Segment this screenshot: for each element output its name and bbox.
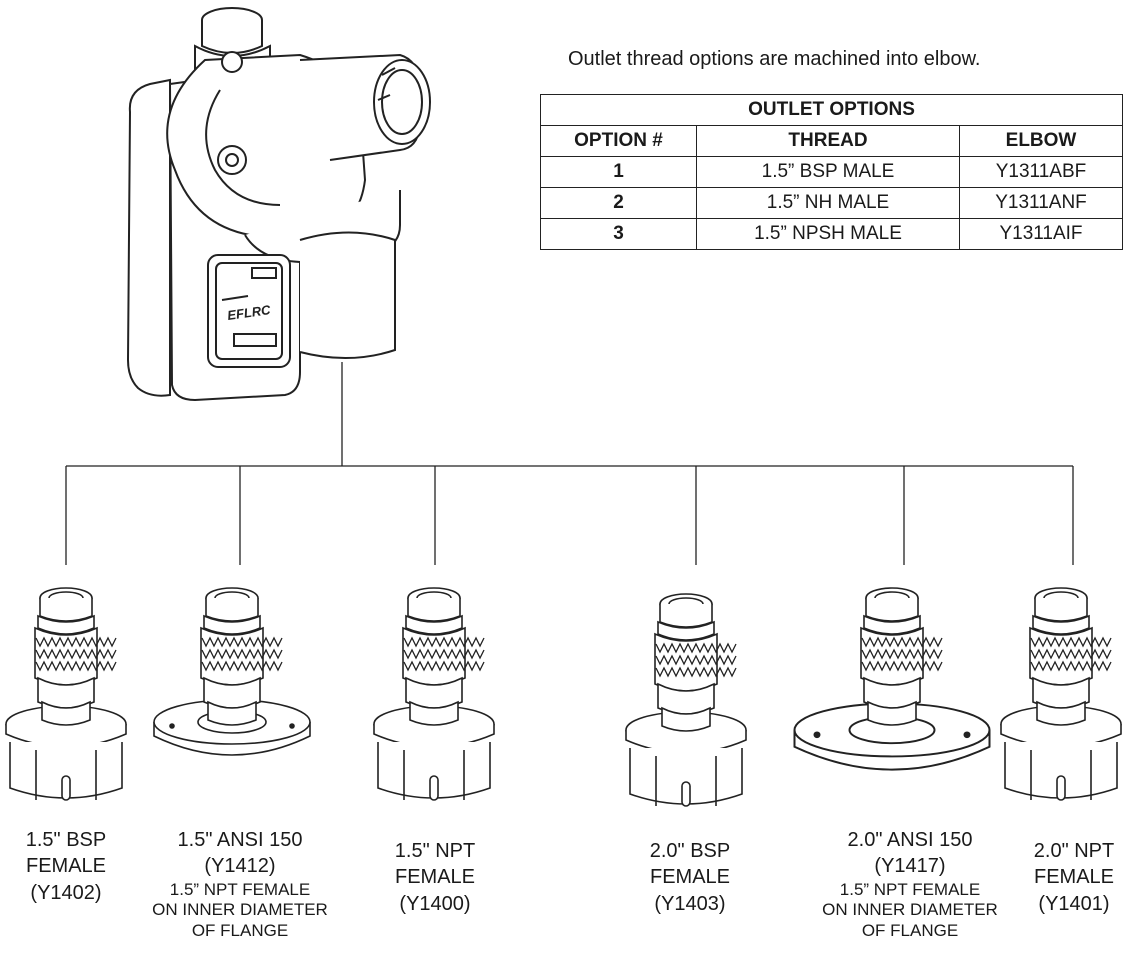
- inlet-part-number: (Y1403): [654, 892, 726, 915]
- connector-lines: [65, 362, 1074, 565]
- fitting-2-0-ansi: [793, 588, 991, 771]
- inlet-note: ON INNER DIAMETER: [822, 900, 998, 920]
- header-elbow: ELBOW: [959, 125, 1123, 157]
- thread-cell: 1.5” BSP MALE: [696, 156, 960, 188]
- table-row: 2 1.5” NH MALE Y1311ANF: [540, 187, 1123, 219]
- option-number: 3: [540, 218, 697, 250]
- inlet-note: OF FLANGE: [861, 920, 959, 940]
- inlet-part-number: (Y1417): [874, 855, 946, 878]
- monitor-brand-label: EFLRC: [226, 302, 272, 323]
- inlet-size: 1.5" ANSI 150: [177, 829, 303, 851]
- inlet-label-5: 2.0" ANSI 150 (Y1417) 1.5” NPT FEMALE ON…: [792, 827, 1028, 941]
- inlet-label-4: 2.0" BSP FEMALE (Y1403): [626, 838, 754, 917]
- elbow-cell: Y1311AIF: [959, 218, 1123, 250]
- inlet-type: FEMALE: [1033, 866, 1115, 889]
- inlet-type: FEMALE: [394, 866, 476, 889]
- inlet-note: ON INNER DIAMETER: [152, 900, 328, 920]
- elbow-cell: Y1311ABF: [959, 156, 1123, 188]
- inlet-size: 1.5" BSP: [25, 829, 107, 851]
- inlet-label-2: 1.5" ANSI 150 (Y1412) 1.5” NPT FEMALE ON…: [130, 827, 350, 941]
- inlet-note: 1.5” NPT FEMALE: [839, 879, 981, 899]
- inlet-type: FEMALE: [649, 866, 731, 889]
- option-number: 2: [540, 187, 697, 219]
- inlet-label-3: 1.5" NPT FEMALE (Y1400): [374, 838, 496, 917]
- table-row: 3 1.5” NPSH MALE Y1311AIF: [540, 218, 1123, 250]
- fitting-2-0-npt: [1000, 588, 1122, 801]
- elbow-cell: Y1311ANF: [959, 187, 1123, 219]
- table-row: 1 1.5” BSP MALE Y1311ABF: [540, 156, 1123, 188]
- inlet-part-number: (Y1401): [1038, 892, 1110, 915]
- outlet-options-table: OUTLET OPTIONS OPTION # THREAD ELBOW 1 1…: [540, 94, 1123, 250]
- fitting-1-5-npt: [373, 588, 495, 801]
- elbow-note: Outlet thread options are machined into …: [568, 48, 981, 70]
- table-title: OUTLET OPTIONS: [540, 94, 1123, 126]
- inlet-type: FEMALE: [25, 855, 107, 878]
- monitor-body: [126, 7, 431, 402]
- header-option: OPTION #: [540, 125, 697, 157]
- fitting-1-5-bsp: [5, 588, 127, 801]
- inlet-size: 2.0" NPT: [1033, 840, 1115, 862]
- thread-cell: 1.5” NPSH MALE: [696, 218, 960, 250]
- inlet-part-number: (Y1400): [399, 892, 471, 915]
- header-thread: THREAD: [696, 125, 960, 157]
- inlet-part-number: (Y1402): [30, 881, 102, 904]
- table-header-row: OPTION # THREAD ELBOW: [540, 125, 1123, 157]
- inlet-label-1: 1.5" BSP FEMALE (Y1402): [0, 827, 132, 906]
- inlet-size: 1.5" NPT: [394, 840, 476, 862]
- inlet-note: OF FLANGE: [191, 920, 289, 940]
- inlet-label-6: 2.0" NPT FEMALE (Y1401): [1018, 838, 1130, 917]
- fitting-1-5-ansi: [153, 588, 311, 756]
- inlet-size: 2.0" BSP: [649, 840, 731, 862]
- inlet-part-number: (Y1412): [204, 855, 276, 878]
- inlet-note: 1.5” NPT FEMALE: [169, 879, 311, 899]
- inlet-size: 2.0" ANSI 150: [847, 829, 973, 851]
- fitting-2-0-bsp: [625, 594, 747, 807]
